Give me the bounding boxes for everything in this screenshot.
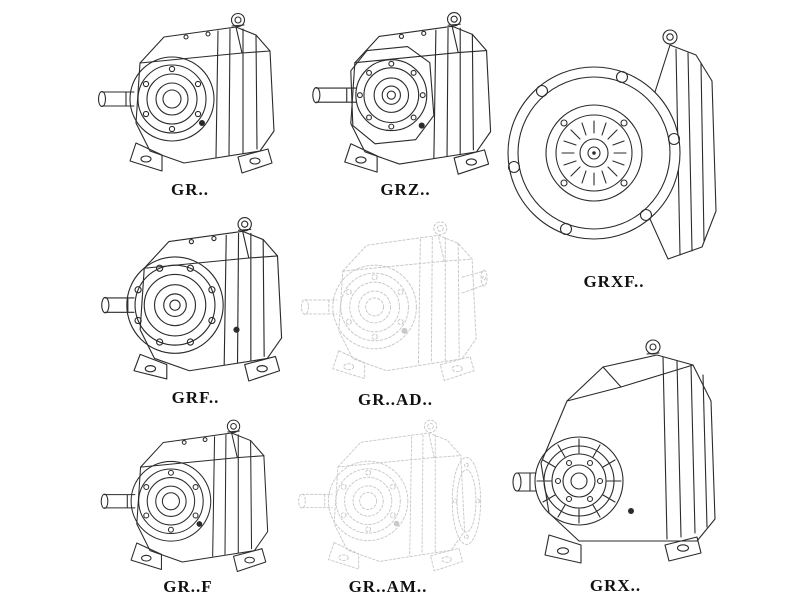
model-cell-grz: GRZ.. [303,6,508,202]
model-label-gr: GR.. [171,180,209,199]
model-cell-gr-am: GR..AM.. [288,414,488,598]
grxf-flange-mounted-reducer-drawing [507,29,717,260]
model-cell-grf: GRF.. [93,210,298,410]
model-cell-gr: GR.. [90,6,290,202]
gr-f-foot-mounted-reducer-drawing [100,419,269,572]
grz-reducer-drawing [312,12,492,175]
grx-large-housing-reducer-drawing [512,339,716,564]
model-label-grz: GRZ.. [380,180,431,200]
model-label-gr-f: GR..F [163,577,213,597]
model-label-grx: GRX.. [589,576,642,595]
model-label-grxf: GRXF.. [583,272,645,291]
model-label-gr-am: GR..AM.. [348,576,428,596]
grf-flange-reducer-drawing [101,216,283,382]
gr-foot-mounted-reducer-drawing [97,12,275,174]
model-cell-grx: GRX.. [503,306,728,598]
model-cell-gr-f: GR..F [88,414,288,598]
model-cell-grxf: GRXF.. [500,2,728,294]
model-label-grf: GRF.. [171,388,220,407]
gr-am-motor-flange-reducer-ghost-drawing [298,419,482,572]
model-label-gr-ad: GR..AD.. [357,390,434,409]
model-cell-gr-ad: GR..AD.. [293,212,498,412]
gr-ad-adapter-reducer-ghost-drawing [300,221,488,382]
